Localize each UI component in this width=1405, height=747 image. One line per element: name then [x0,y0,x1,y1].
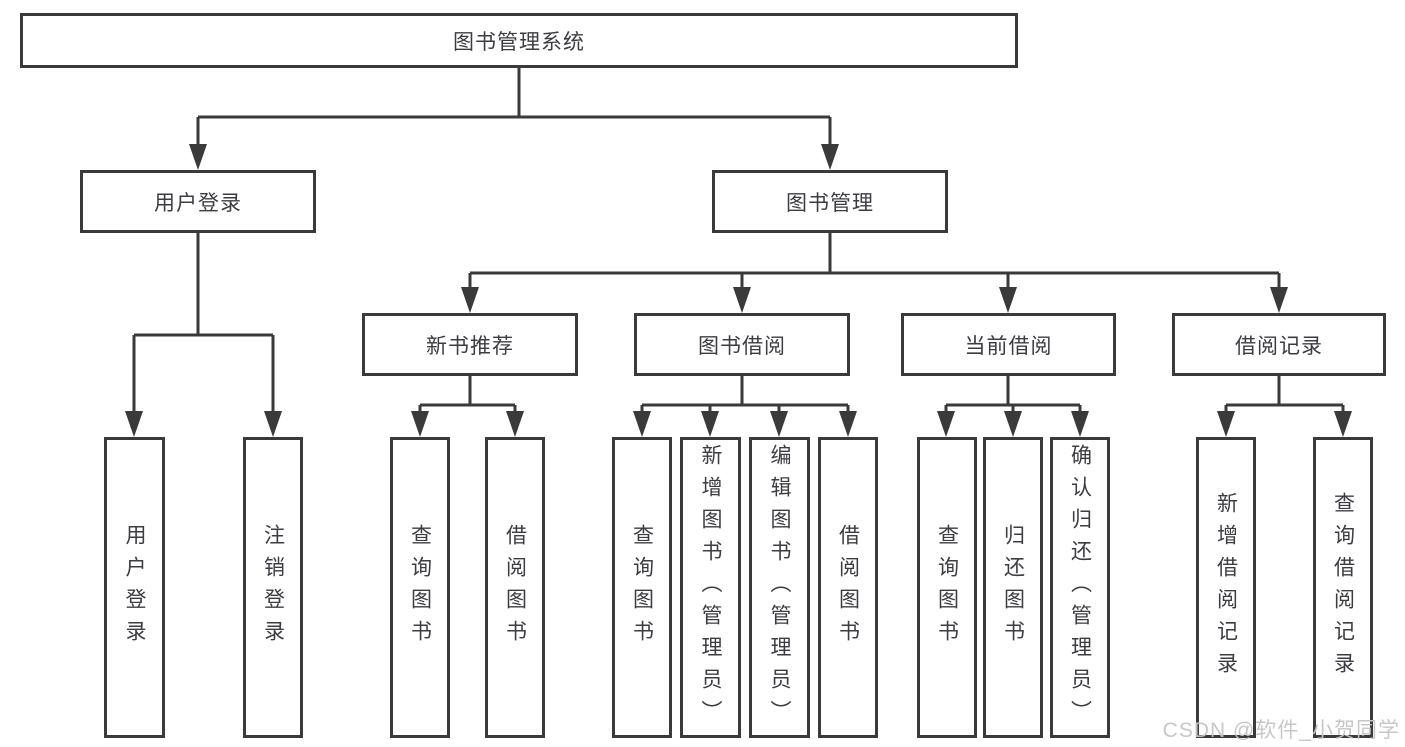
arrow-down-icon [821,144,839,170]
leaf-label: 归还图书 [1001,523,1025,652]
connector-new-book-to-leaves [411,376,524,437]
leaf-label: 查询借阅记录 [1331,491,1355,684]
leaf-borrow-books-recommend: 借阅图书 [485,437,545,738]
leaf-label: 查询图书 [408,523,432,652]
connector-root-to-level2 [189,68,839,170]
node-new-book-recommend: 新书推荐 [362,313,578,376]
leaf-query-borrow-record: 查询借阅记录 [1313,437,1373,738]
arrow-down-icon [770,411,788,437]
leaf-add-books-admin: 新增图书（管理员） [680,437,741,738]
node-book-management: 图书管理 [712,170,948,233]
leaf-label: 新增借阅记录 [1214,491,1238,684]
leaf-label: 查询图书 [935,523,959,652]
arrow-down-icon [937,411,955,437]
leaf-label: 新增图书（管理员） [699,443,722,732]
node-label: 用户登录 [154,191,242,215]
arrow-down-icon [701,411,719,437]
arrow-down-icon [506,411,524,437]
arrow-down-icon [411,411,429,437]
connector-book-borrow-to-leaves [633,376,857,437]
leaf-return-books: 归还图书 [983,437,1043,738]
arrow-down-icon [1071,411,1089,437]
node-label: 图书借阅 [698,334,786,358]
node-current-borrow: 当前借阅 [901,313,1116,376]
leaf-logout: 注销登录 [243,437,303,738]
leaf-label: 查询图书 [630,523,654,652]
arrow-down-icon [839,411,857,437]
leaf-edit-books-admin: 编辑图书（管理员） [749,437,810,738]
node-label: 新书推荐 [426,334,514,358]
arrow-down-icon [1217,411,1235,437]
connector-book-management-to-level3 [461,233,1288,313]
arrow-down-icon [461,287,479,313]
node-user-login: 用户登录 [80,170,316,233]
connector-current-borrow-to-leaves [937,376,1089,437]
csdn-watermark: CSDN @软件_小贺同学 [1162,719,1400,742]
arrow-down-icon [1334,411,1352,437]
arrow-down-icon [999,287,1017,313]
node-root-label: 图书管理系统 [453,30,585,54]
leaf-user-login: 用户登录 [104,437,165,738]
arrow-down-icon [1270,287,1288,313]
node-root: 图书管理系统 [20,13,1018,68]
leaf-query-books-recommend: 查询图书 [390,437,450,738]
arrow-down-icon [264,411,282,437]
node-label: 图书管理 [786,191,874,215]
leaf-label: 确认归还（管理员） [1068,443,1092,732]
leaf-label: 用户登录 [123,523,146,652]
arrow-down-icon [125,411,143,437]
leaf-confirm-return-admin: 确认归还（管理员） [1050,437,1110,738]
connector-borrow-records-to-leaves [1217,376,1352,437]
leaf-label: 借阅图书 [503,523,527,652]
arrow-down-icon [189,144,207,170]
leaf-query-books-borrow: 查询图书 [612,437,672,738]
arrow-down-icon [733,287,751,313]
arrow-down-icon [1004,411,1022,437]
leaf-label: 注销登录 [261,523,285,652]
leaf-label: 编辑图书（管理员） [768,443,791,732]
node-label: 当前借阅 [964,334,1053,358]
leaf-label: 借阅图书 [836,523,860,652]
node-borrow-records: 借阅记录 [1172,313,1386,376]
node-label: 借阅记录 [1235,334,1323,358]
connector-user-login-to-leaves [125,233,282,437]
leaf-borrow-books: 借阅图书 [818,437,878,738]
leaf-add-borrow-record: 新增借阅记录 [1196,437,1256,738]
arrow-down-icon [633,411,651,437]
leaf-query-books-current: 查询图书 [917,437,977,738]
node-book-borrow: 图书借阅 [634,313,850,376]
